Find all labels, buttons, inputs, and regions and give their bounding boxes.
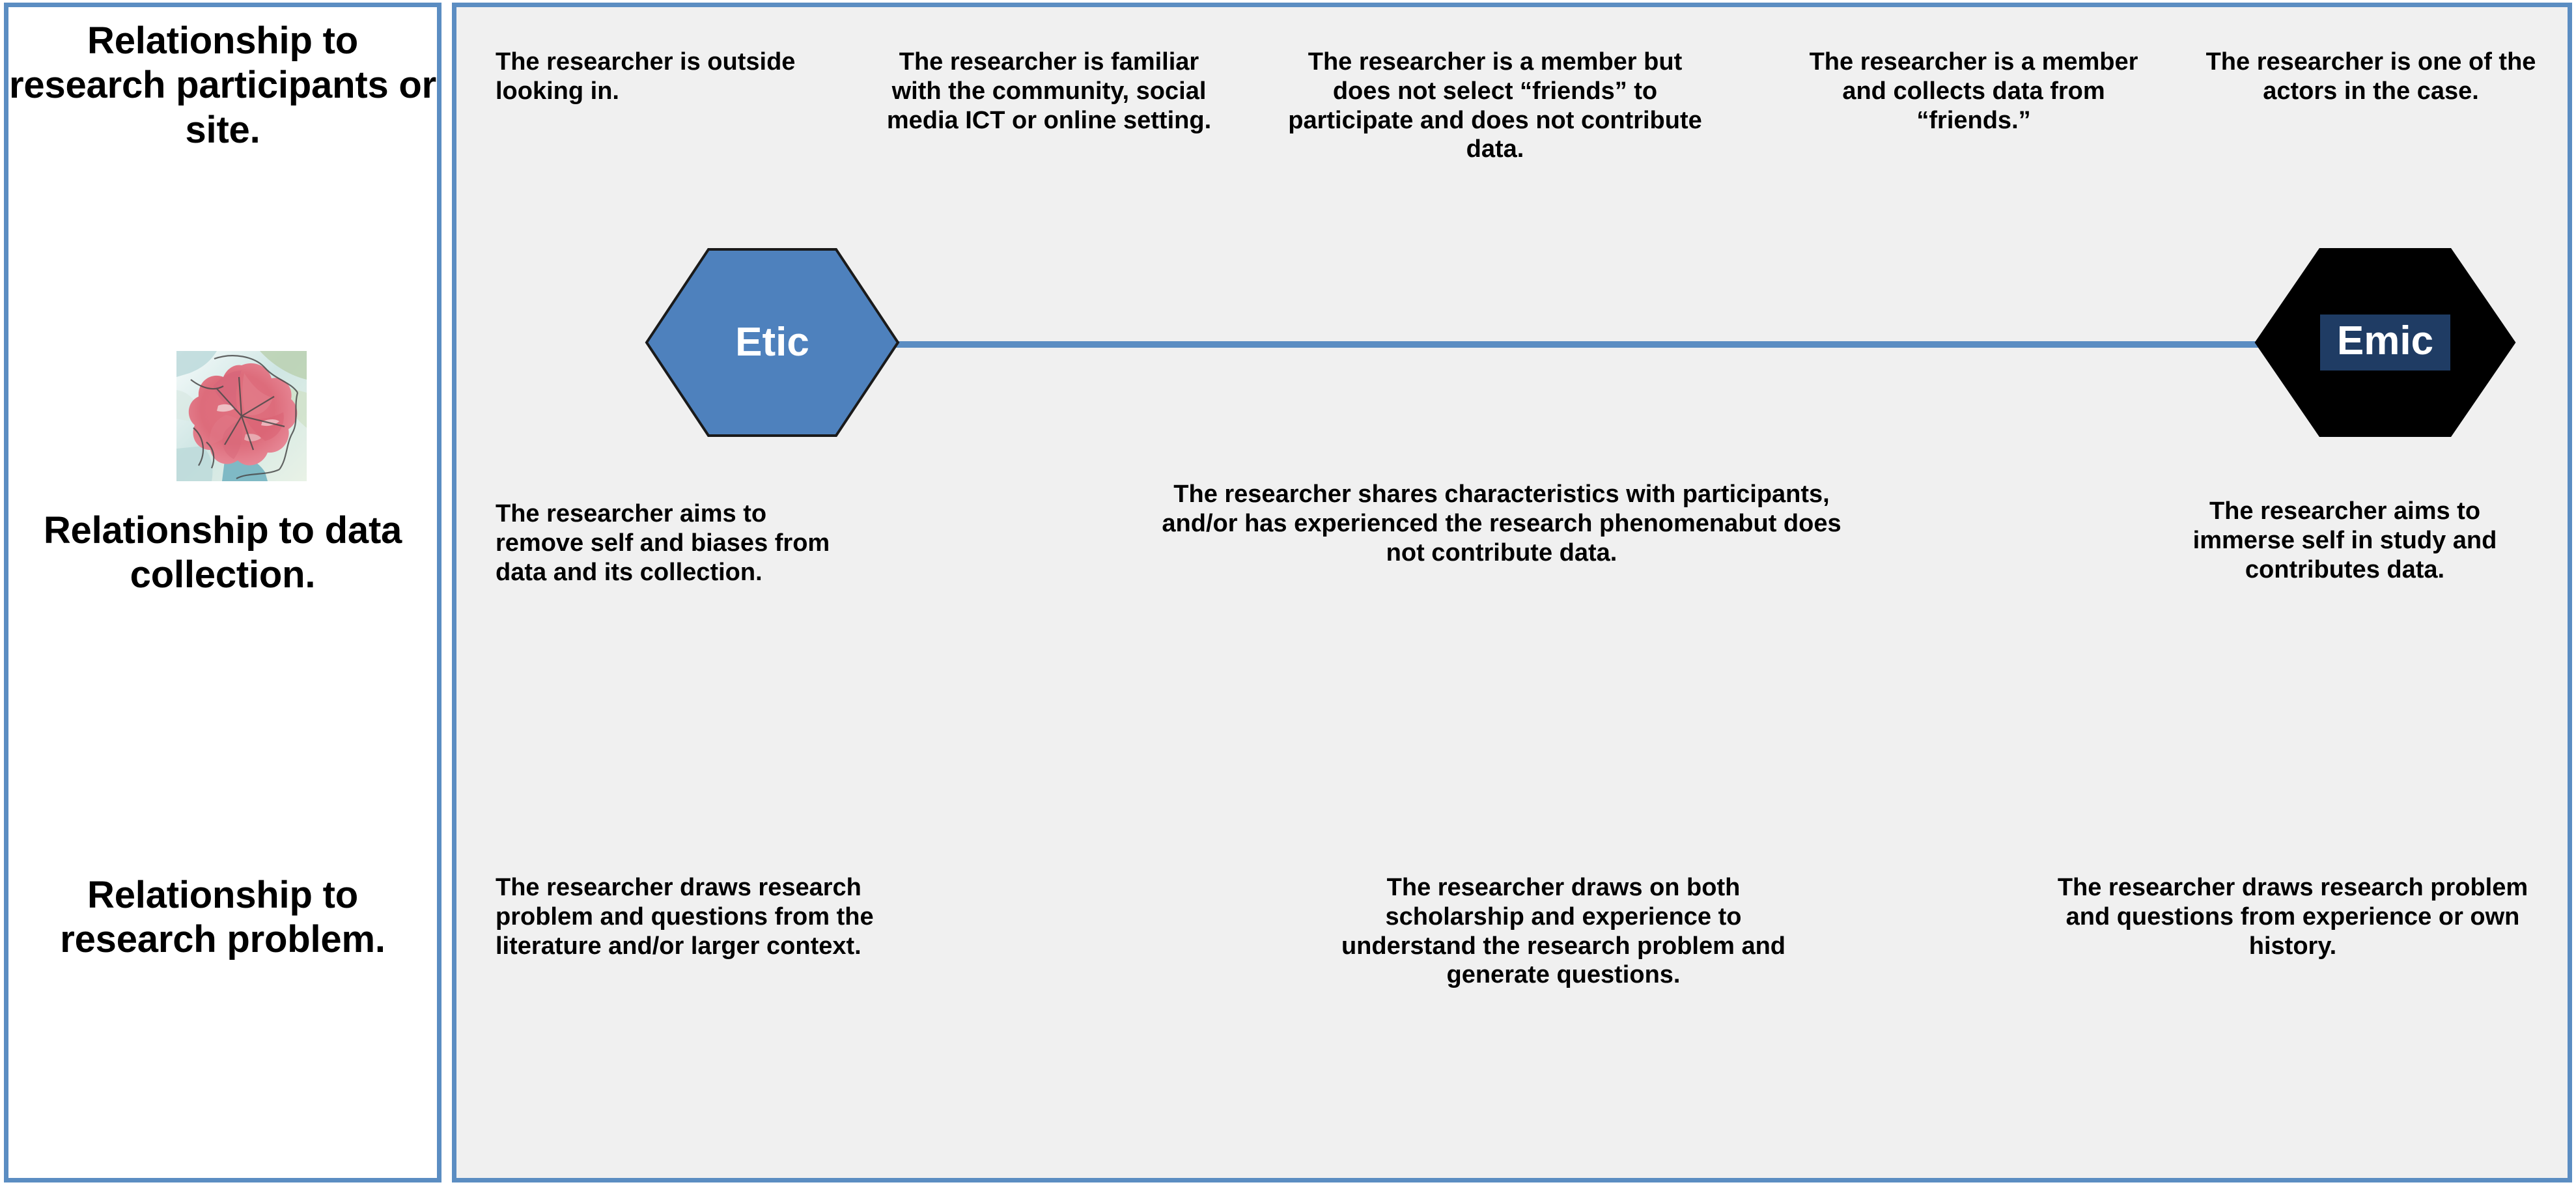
note-row3-col1: The researcher draws research problem an… — [496, 874, 874, 960]
note-row1-col5: The researcher is one of the actors in t… — [2205, 48, 2536, 105]
note-row1-col1: The researcher is outside looking in. — [496, 48, 796, 105]
watercolor-flower-icon — [176, 351, 307, 481]
note-row1-col4: The researcher is a member and collects … — [1809, 48, 2138, 134]
note-row1-col3: The researcher is a member but does not … — [1288, 48, 1702, 163]
etic-hexagon-label-wrap: Etic — [645, 248, 899, 437]
flower-illustration — [176, 351, 307, 481]
note-row1-col2: The researcher is familiar with the comm… — [886, 48, 1212, 134]
emic-hexagon-label-wrap: Emic — [2255, 248, 2515, 437]
continuum-panel: The researcher is outside looking in. Th… — [452, 3, 2572, 1182]
note-row3-col2: The researcher draws on both scholarship… — [1341, 874, 1786, 989]
note-row3-col3: The researcher draws research problem an… — [2057, 874, 2528, 960]
emic-label: Emic — [2319, 315, 2451, 371]
left-label-column: Relationship to research participants or… — [4, 3, 441, 1182]
note-row2-col1: The researcher aims to remove self and b… — [496, 500, 830, 586]
row-label-research-problem: Relationship to research problem. — [60, 874, 385, 961]
etic-label: Etic — [735, 320, 809, 365]
row-label-participants: Relationship to research participants or… — [8, 20, 437, 151]
note-row2-col2: The researcher shares characteristics wi… — [1162, 481, 1841, 567]
etic-emic-connector-line — [769, 341, 2345, 348]
row-label-data-collection: Relationship to data collection. — [43, 509, 402, 596]
note-row2-col3: The researcher aims to immerse self in s… — [2192, 497, 2497, 583]
